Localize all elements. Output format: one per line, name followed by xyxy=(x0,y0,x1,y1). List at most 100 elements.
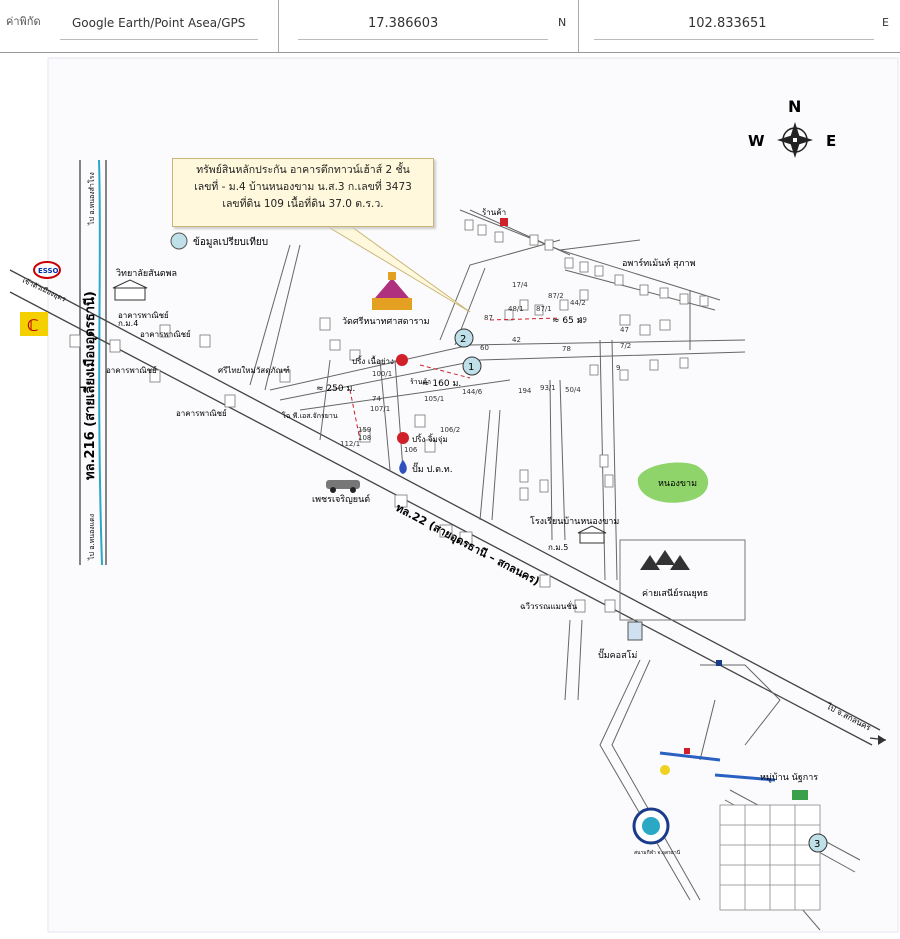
store-logo-icon xyxy=(20,312,48,336)
svg-text:106: 106 xyxy=(404,446,418,454)
longitude-value: 102.833651 xyxy=(688,16,767,31)
to-nongsamrong-label: ไป อ.หนองสำโรง xyxy=(87,172,96,226)
highway-22 xyxy=(9,269,881,746)
hwy216-label: ทล.216 (สายเลี่ยงเมืองอุดรธานี) xyxy=(80,291,98,480)
house-numbers: 17/4 87/2 44/2 87/1 48/1 49 42 7/2 78 50… xyxy=(340,281,631,454)
svg-text:194: 194 xyxy=(518,387,532,395)
compass-east: E xyxy=(826,132,836,150)
asset-callout: ทรัพย์สินหลักประกัน อาคารตึกทาวน์เฮ้าส์ … xyxy=(172,158,434,227)
esso-label: ESSO xyxy=(38,267,59,275)
ptt-icon xyxy=(399,460,407,474)
svg-text:74: 74 xyxy=(372,395,381,403)
svg-text:93/1: 93/1 xyxy=(540,384,556,392)
asset-line-3: เลขที่ดิน 109 เนื้อที่ดิน 37.0 ต.ร.ว. xyxy=(222,198,384,210)
apartment-label: อพาร์ทเม้นท์ สุภาพ xyxy=(622,257,696,269)
header-source: Google Earth/Point Asea/GPS xyxy=(72,16,246,30)
camp-icon xyxy=(640,550,690,570)
village-grid xyxy=(719,804,821,911)
svg-text:47: 47 xyxy=(620,326,629,334)
grill-label-1: ปริ้ง เนื้อย่าง xyxy=(352,355,394,366)
college-icon xyxy=(112,279,148,301)
commercial-label-2: อาคารพาณิชย์ xyxy=(118,310,169,320)
chaiwat-label: ฉวีวรรณแมนชั่น xyxy=(520,600,578,611)
svg-text:60: 60 xyxy=(480,344,489,352)
svg-text:87/1: 87/1 xyxy=(536,305,552,313)
svg-text:87: 87 xyxy=(484,314,493,322)
svg-text:42: 42 xyxy=(512,336,521,344)
temple-icon xyxy=(372,272,412,310)
camp-label: ค่ายเสนีย์รณยุทธ xyxy=(642,587,708,599)
svg-text:159: 159 xyxy=(358,426,371,434)
svg-text:48/1: 48/1 xyxy=(508,305,524,313)
shop-marker-icon xyxy=(500,218,508,226)
esso-icon xyxy=(33,261,61,279)
svg-text:1: 1 xyxy=(468,362,474,373)
store-label: ร้านค้า xyxy=(410,378,431,386)
village-label: หมู่บ้าน นัฐการ xyxy=(760,772,818,783)
header-source-cell: ค่าพิกัด Google Earth/Point Asea/GPS xyxy=(0,0,279,52)
compass-west: W xyxy=(748,132,765,150)
stadium-label: สนามกีฬา จ.อุดรธานี xyxy=(634,849,681,856)
asset-line-2: เลขที่ - ม.4 บ้านหนองขาม น.ส.3 ก.เลขที่ … xyxy=(194,181,412,193)
grill-icon-1 xyxy=(396,354,408,366)
lake-shape xyxy=(637,462,709,503)
car-icon xyxy=(326,480,360,493)
svg-text:107/1: 107/1 xyxy=(370,405,390,413)
cosmo-pump-icon xyxy=(627,621,643,641)
college-label: วิทยาลัยสันตพล xyxy=(116,268,177,279)
temple-label: วัดศรีหนาทศาสดาราม xyxy=(342,316,430,327)
cosmo-label: ปั๊มคอสโม่ xyxy=(598,648,637,661)
svg-text:9: 9 xyxy=(616,364,620,372)
comparison-legend-icon xyxy=(170,232,188,250)
shop-label: ร้านค้า xyxy=(482,208,506,217)
svg-text:78: 78 xyxy=(562,345,571,353)
svg-text:108: 108 xyxy=(358,434,371,442)
svg-text:3: 3 xyxy=(814,839,820,850)
latitude-value: 17.386603 xyxy=(368,16,439,31)
comparison-legend-label: ข้อมูลเปรียบเทียบ xyxy=(193,236,268,248)
grill-icon-2 xyxy=(397,432,409,444)
distance-lines xyxy=(349,317,561,441)
school-icon xyxy=(577,525,607,544)
svg-text:144/6: 144/6 xyxy=(462,388,483,396)
svg-text:44/2: 44/2 xyxy=(570,299,586,307)
marker-3: 3 xyxy=(808,833,828,853)
marker-1: 1 xyxy=(462,356,482,376)
srithai-label: ศรีไทยใหม่วัสดุภัณฑ์ xyxy=(218,365,290,375)
km5-label: ก.ม.5 xyxy=(548,543,568,552)
svg-text:7/2: 7/2 xyxy=(620,342,631,350)
header-lon-cell: 102.833651 E xyxy=(580,0,899,52)
km4-label: ก.ม.4 xyxy=(118,319,138,328)
to-nongbua-label: ไป อ.หนองแดง xyxy=(87,514,96,561)
distance-label-250: ≈ 250 ม. xyxy=(316,384,355,394)
map-canvas: N E W ข้อมูลเปรียบเทียบ ESSO ℂ xyxy=(0,55,900,935)
svg-text:49: 49 xyxy=(578,316,587,324)
petch-label: เพชรเจริญยนต์ xyxy=(312,493,370,505)
commercial-label-4: อาคารพาณิชย์ xyxy=(176,408,227,418)
svg-text:2: 2 xyxy=(460,334,466,345)
marker-2: 2 xyxy=(454,328,474,348)
camp-enclosure xyxy=(619,539,746,621)
coordinate-header: ค่าพิกัด Google Earth/Point Asea/GPS 17.… xyxy=(0,0,900,53)
svg-text:50/4: 50/4 xyxy=(565,386,581,394)
village-house-icon xyxy=(792,790,808,800)
svg-text:17/4: 17/4 xyxy=(512,281,528,289)
compass-rose xyxy=(777,122,813,158)
header-label: ค่าพิกัด xyxy=(6,15,41,28)
longitude-dir: E xyxy=(882,16,889,29)
svg-text:ℂ: ℂ xyxy=(27,316,39,335)
svg-text:100/1: 100/1 xyxy=(372,370,392,378)
svg-text:105/1: 105/1 xyxy=(424,395,444,403)
asset-line-1: ทรัพย์สินหลักประกัน อาคารตึกทาวน์เฮ้าส์ … xyxy=(196,164,410,176)
grill-label-2: ปริ้ง จิ้มจุ่ม xyxy=(412,433,448,444)
latitude-dir: N xyxy=(558,16,567,29)
lake-label: หนองขาม xyxy=(658,479,697,489)
highway-216 xyxy=(79,160,107,565)
svg-text:87/2: 87/2 xyxy=(548,292,564,300)
canal-line xyxy=(98,159,103,566)
distance-label-160: ≈ 160 ม. xyxy=(422,379,461,389)
commercial-label-3: อาคารพาณิชย์ xyxy=(106,365,157,375)
ptt-label: ปั๊ม ป.ต.ท. xyxy=(412,462,453,475)
distance-label-65: ≈ 65 ม. xyxy=(552,316,586,326)
header-lat-cell: 17.386603 N xyxy=(280,0,579,52)
